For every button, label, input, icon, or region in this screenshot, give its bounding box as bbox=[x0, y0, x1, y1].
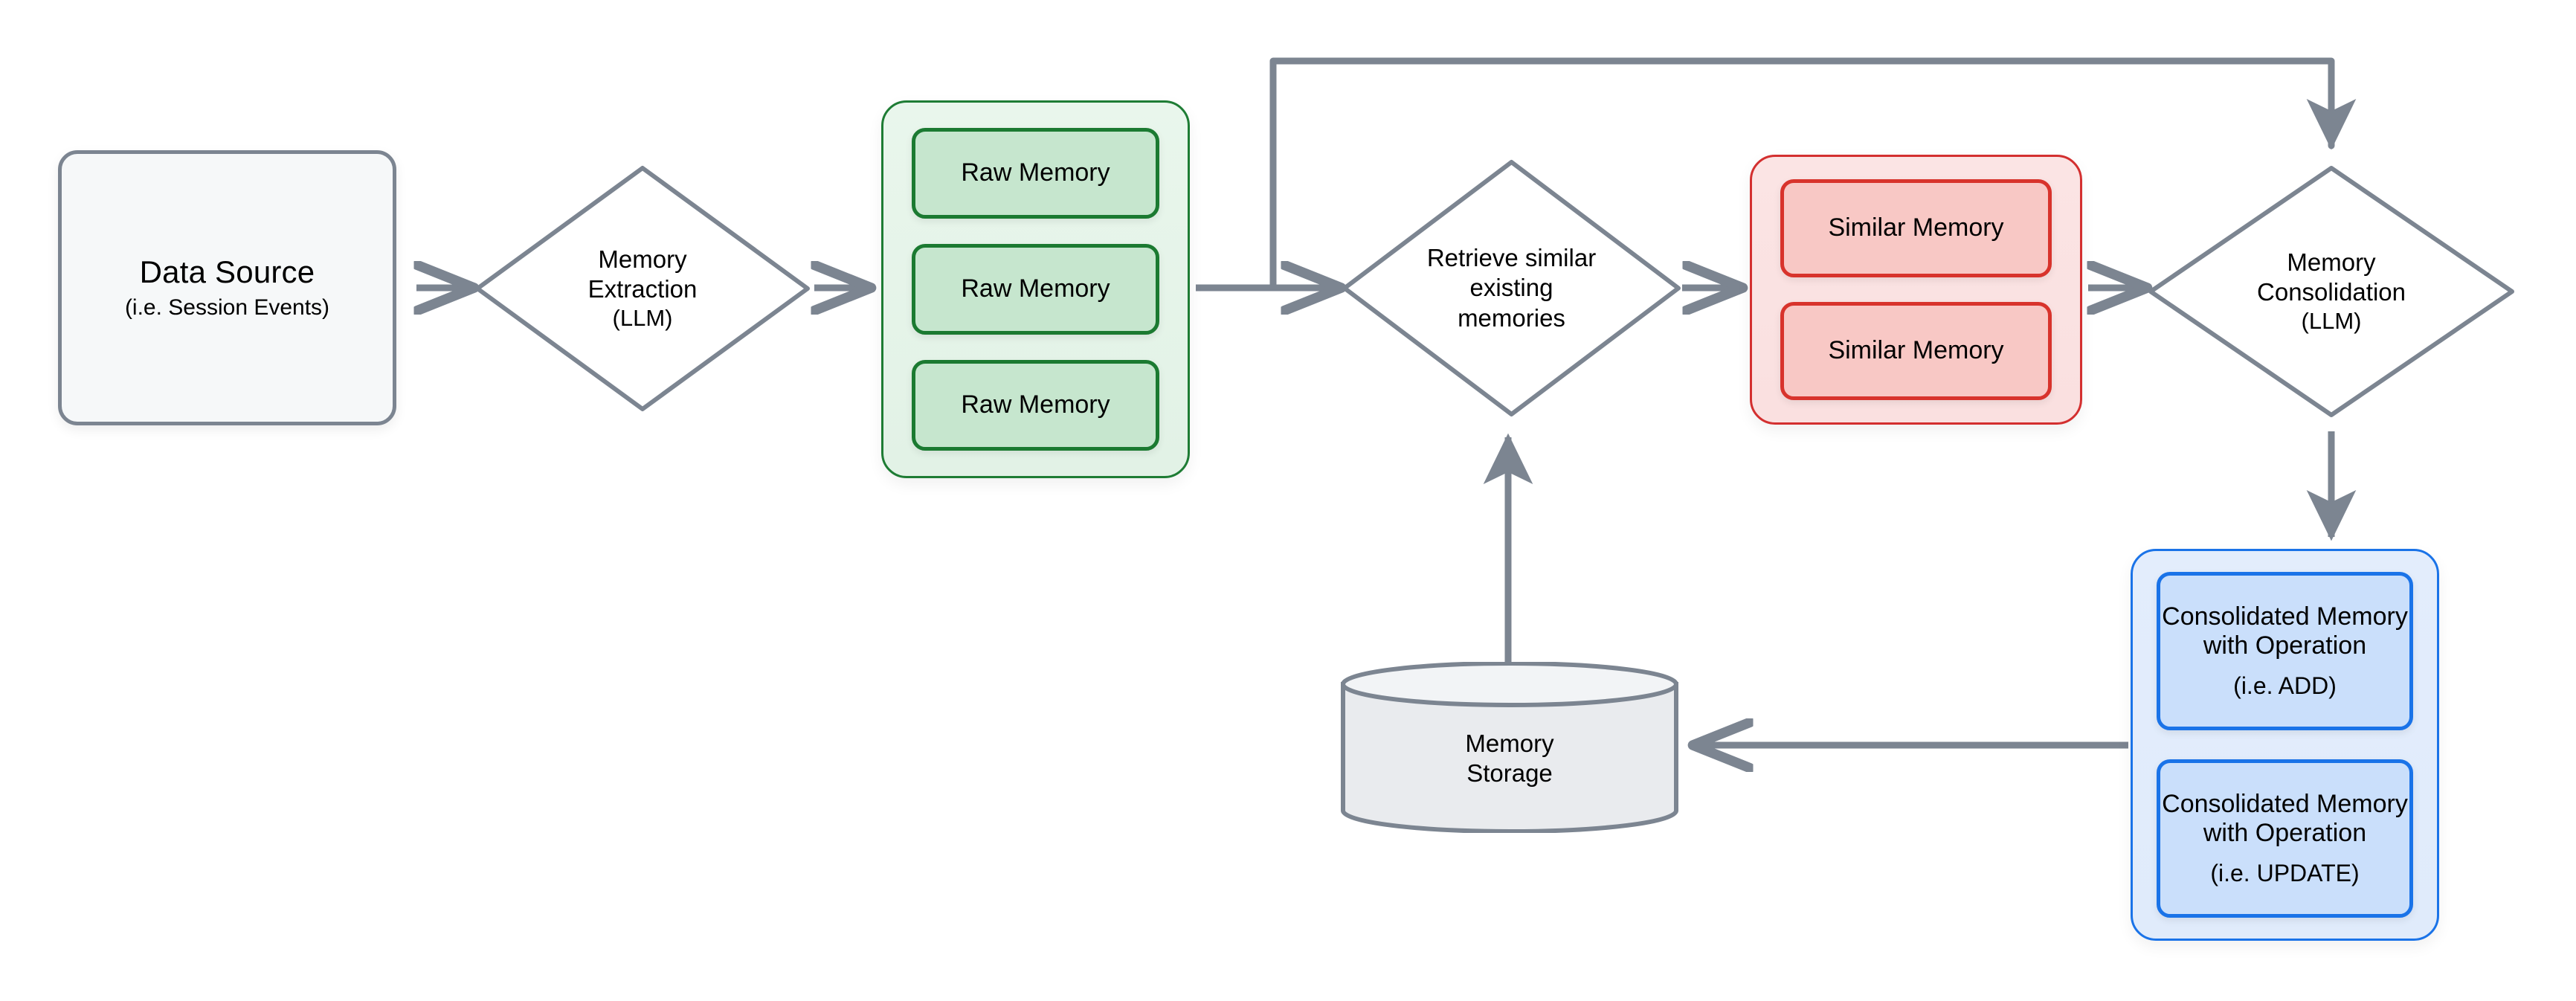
diamond-shape-memory-extraction bbox=[475, 166, 810, 411]
consolidated-memory-update-line2: with Operation bbox=[2203, 819, 2367, 848]
node-memory-consolidation[interactable]: Memory Consolidation (LLM) bbox=[2145, 162, 2518, 421]
group-raw-memory: Raw Memory Raw Memory Raw Memory bbox=[881, 100, 1190, 478]
memory-consolidation-line1: Memory bbox=[2287, 248, 2376, 276]
chip-consolidated-memory-update[interactable]: Consolidated Memory with Operation (i.e.… bbox=[2157, 759, 2413, 918]
retrieve-similar-line2: existing bbox=[1469, 274, 1553, 302]
similar-memory-2-label: Similar Memory bbox=[1828, 336, 2004, 365]
node-retrieve-similar-memories[interactable]: Retrieve similar existing memories bbox=[1339, 156, 1684, 420]
retrieve-similar-label: Retrieve similar existing memories bbox=[1420, 243, 1603, 333]
raw-memory-3-label: Raw Memory bbox=[961, 390, 1110, 419]
chip-similar-memory-1[interactable]: Similar Memory bbox=[1780, 179, 2052, 277]
chip-consolidated-memory-add[interactable]: Consolidated Memory with Operation (i.e.… bbox=[2157, 572, 2413, 730]
memory-extraction-line1: Memory bbox=[598, 245, 687, 273]
data-source-subtitle: (i.e. Session Events) bbox=[124, 294, 330, 320]
similar-memory-1-label: Similar Memory bbox=[1828, 213, 2004, 242]
retrieve-similar-line1: Retrieve similar bbox=[1426, 244, 1597, 272]
consolidated-memory-update-line1: Consolidated Memory bbox=[2162, 789, 2408, 818]
memory-storage-line2: Storage bbox=[1466, 759, 1553, 788]
node-memory-storage[interactable]: Memory Storage bbox=[1339, 662, 1681, 833]
memory-consolidation-sublabel: (LLM) bbox=[2301, 308, 2362, 335]
memory-consolidation-line2: Consolidation bbox=[2257, 278, 2406, 306]
consolidated-memory-add-sublabel: (i.e. ADD) bbox=[2233, 672, 2337, 699]
diamond-shape-memory-consolidation bbox=[2148, 166, 2514, 417]
chip-raw-memory-1[interactable]: Raw Memory bbox=[912, 128, 1159, 219]
memory-storage-line1: Memory bbox=[1465, 730, 1554, 757]
raw-memory-1-label: Raw Memory bbox=[961, 158, 1110, 187]
chip-raw-memory-3[interactable]: Raw Memory bbox=[912, 360, 1159, 451]
raw-memory-2-label: Raw Memory bbox=[961, 274, 1110, 303]
node-data-source[interactable]: Data Source (i.e. Session Events) bbox=[58, 150, 396, 425]
consolidated-memory-update-sublabel: (i.e. UPDATE) bbox=[2210, 859, 2360, 886]
memory-extraction-sublabel: (LLM) bbox=[612, 305, 673, 332]
consolidated-memory-add-line1: Consolidated Memory bbox=[2162, 602, 2408, 631]
memory-storage-label: Memory Storage bbox=[1339, 729, 1681, 789]
group-consolidated-memory: Consolidated Memory with Operation (i.e.… bbox=[2131, 549, 2439, 941]
cylinder-shape-memory-storage bbox=[1341, 662, 1678, 833]
data-source-title: Data Source bbox=[139, 254, 315, 290]
group-similar-memory: Similar Memory Similar Memory bbox=[1750, 155, 2082, 425]
node-memory-extraction[interactable]: Memory Extraction (LLM) bbox=[471, 162, 814, 415]
retrieve-similar-line3: memories bbox=[1458, 303, 1565, 332]
consolidated-memory-add-line2: with Operation bbox=[2203, 631, 2367, 660]
chip-raw-memory-2[interactable]: Raw Memory bbox=[912, 244, 1159, 335]
memory-consolidation-label: Memory Consolidation (LLM) bbox=[2250, 248, 2413, 335]
diamond-shape-retrieve-similar bbox=[1342, 160, 1681, 416]
chip-similar-memory-2[interactable]: Similar Memory bbox=[1780, 302, 2052, 400]
memory-extraction-label: Memory Extraction (LLM) bbox=[581, 245, 705, 332]
memory-extraction-line2: Extraction bbox=[587, 275, 698, 303]
